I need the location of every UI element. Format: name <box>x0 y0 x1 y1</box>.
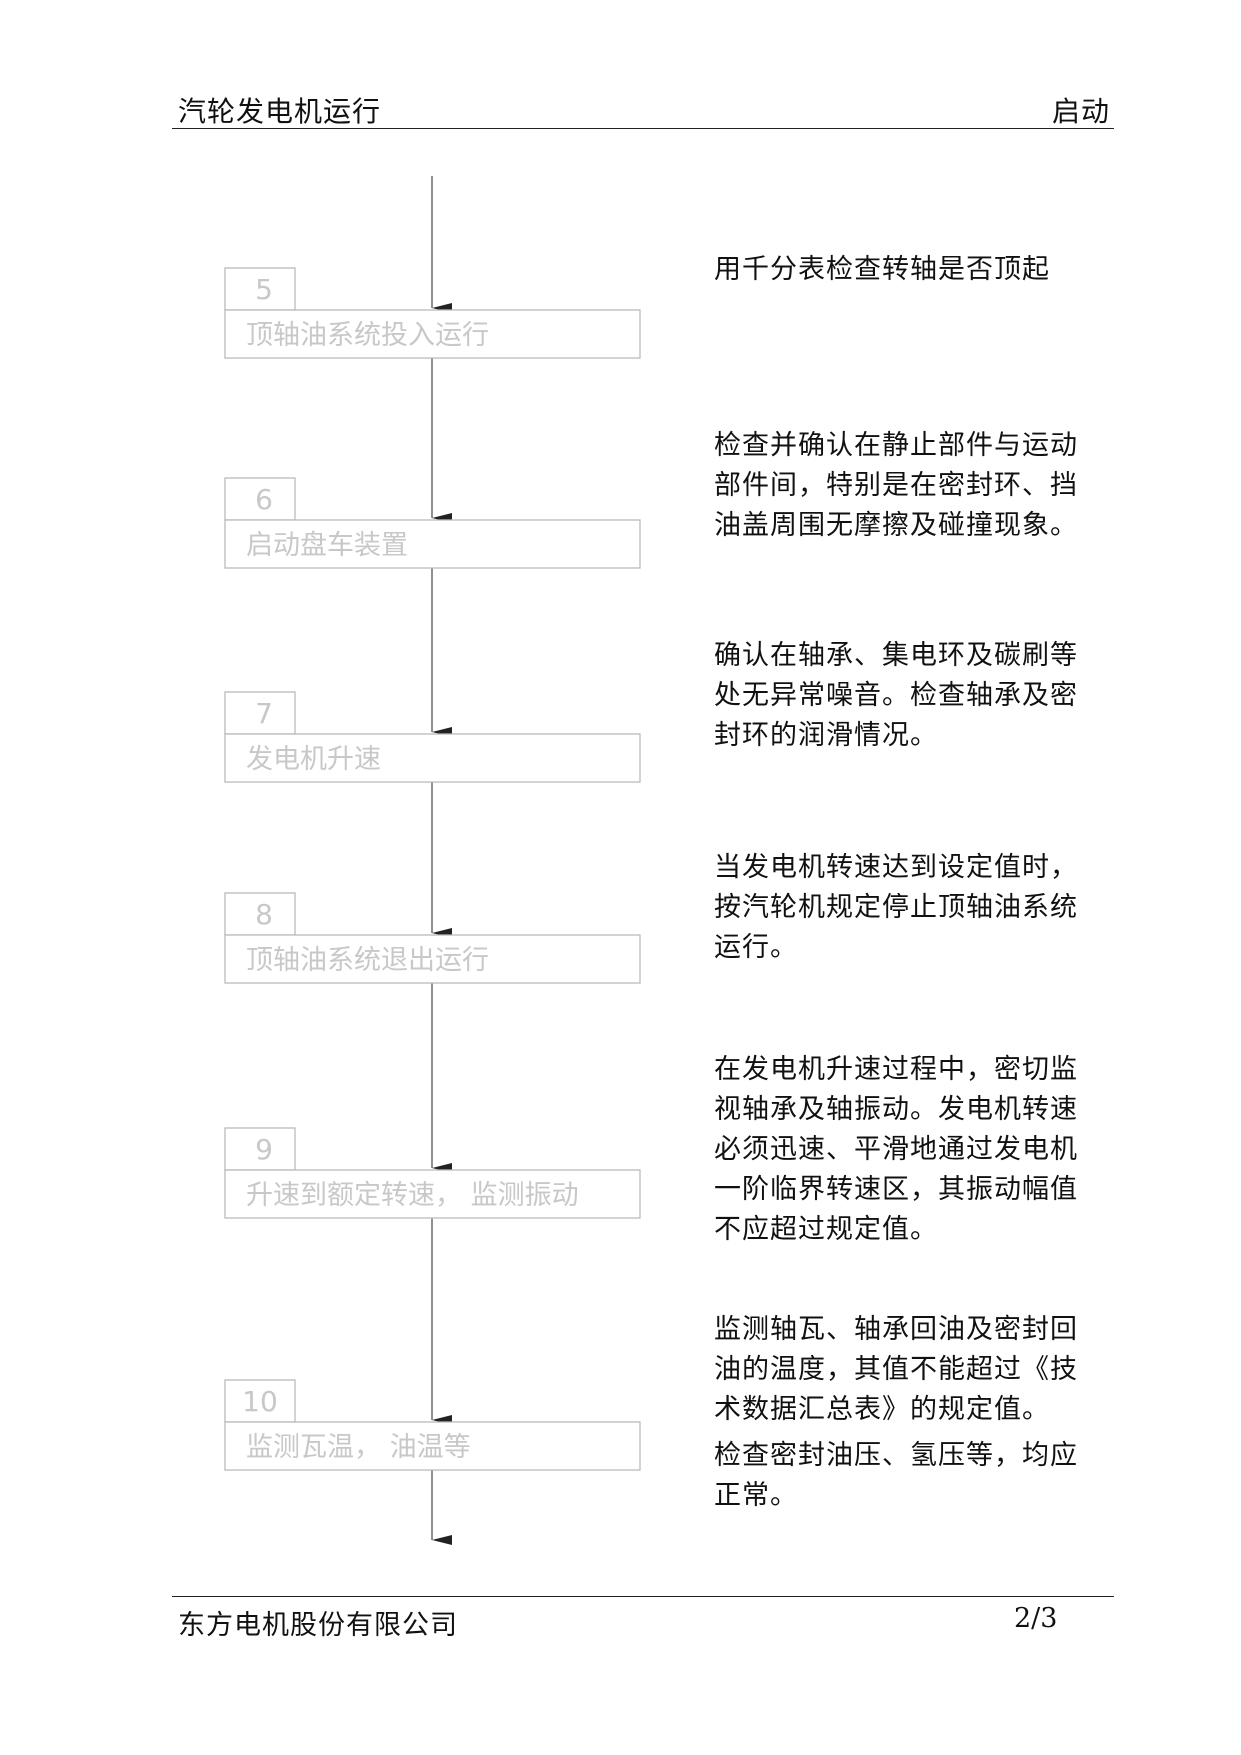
step-label: 升速到额定转速， 监测振动 <box>246 1180 579 1211</box>
step-note: 当发电机转速达到设定值时，按汽轮机规定停止顶轴油系统运行。 <box>714 852 1078 963</box>
step-note: 确认在轴承、集电环及碳刷等处无异常噪音。检查轴承及密封环的润滑情况。 <box>714 640 1078 751</box>
flow-step: 9 升速到额定转速， 监测振动 <box>224 1127 641 1219</box>
step-note: 在发电机升速过程中，密切监视轴承及轴振动。发电机转速必须迅速、平滑地通过发电机一… <box>714 1054 1078 1245</box>
flow-step: 10 监测瓦温， 油温等 <box>224 1379 641 1471</box>
section-title: 启动 <box>1051 95 1110 128</box>
step-number: 7 <box>255 697 273 730</box>
step-label: 发电机升速 <box>246 744 381 775</box>
step-number: 10 <box>242 1385 278 1418</box>
step-label-box <box>224 519 641 569</box>
step-note: 监测轴瓦、轴承回油及密封回油的温度，其值不能超过《技术数据汇总表》的规定值。 <box>714 1314 1078 1425</box>
flow-step: 6 启动盘车装置 <box>224 477 641 569</box>
page-header: 汽轮发电机运行 启动 <box>172 86 1114 129</box>
document-title: 汽轮发电机运行 <box>178 95 382 128</box>
step-label: 启动盘车装置 <box>246 530 408 561</box>
flow-step: 5 顶轴油系统投入运行 <box>224 267 641 359</box>
step-note: 用千分表检查转轴是否顶起 <box>714 254 1050 285</box>
step-note: 检查密封油压、氢压等，均应正常。 <box>714 1440 1078 1511</box>
step-label: 顶轴油系统退出运行 <box>246 945 489 976</box>
step-number-box <box>224 1127 296 1171</box>
step-label-box <box>224 309 641 359</box>
flow-step: 7 发电机升速 <box>224 691 641 783</box>
step-label-box <box>224 934 641 984</box>
step-label: 监测瓦温， 油温等 <box>246 1432 471 1463</box>
step-number-box <box>224 477 296 521</box>
step-label-box <box>224 1169 641 1219</box>
step-note: 检查并确认在静止部件与运动部件间，特别是在密封环、挡油盖周围无摩擦及碰撞现象。 <box>714 430 1078 541</box>
step-label-box <box>224 1421 641 1471</box>
page-footer: 东方电机股份有限公司 2/3 <box>172 1596 1114 1641</box>
step-number: 9 <box>255 1133 273 1166</box>
flow-step: 8 顶轴油系统退出运行 <box>224 892 641 984</box>
step-number: 5 <box>255 273 273 306</box>
step-number: 6 <box>255 483 273 516</box>
step-label-box <box>224 733 641 783</box>
page-number: 2/3 <box>1014 1603 1058 1634</box>
step-label: 顶轴油系统投入运行 <box>246 320 489 351</box>
company-name: 东方电机股份有限公司 <box>178 1610 458 1641</box>
step-number-box <box>224 691 296 735</box>
step-number: 8 <box>255 898 273 931</box>
